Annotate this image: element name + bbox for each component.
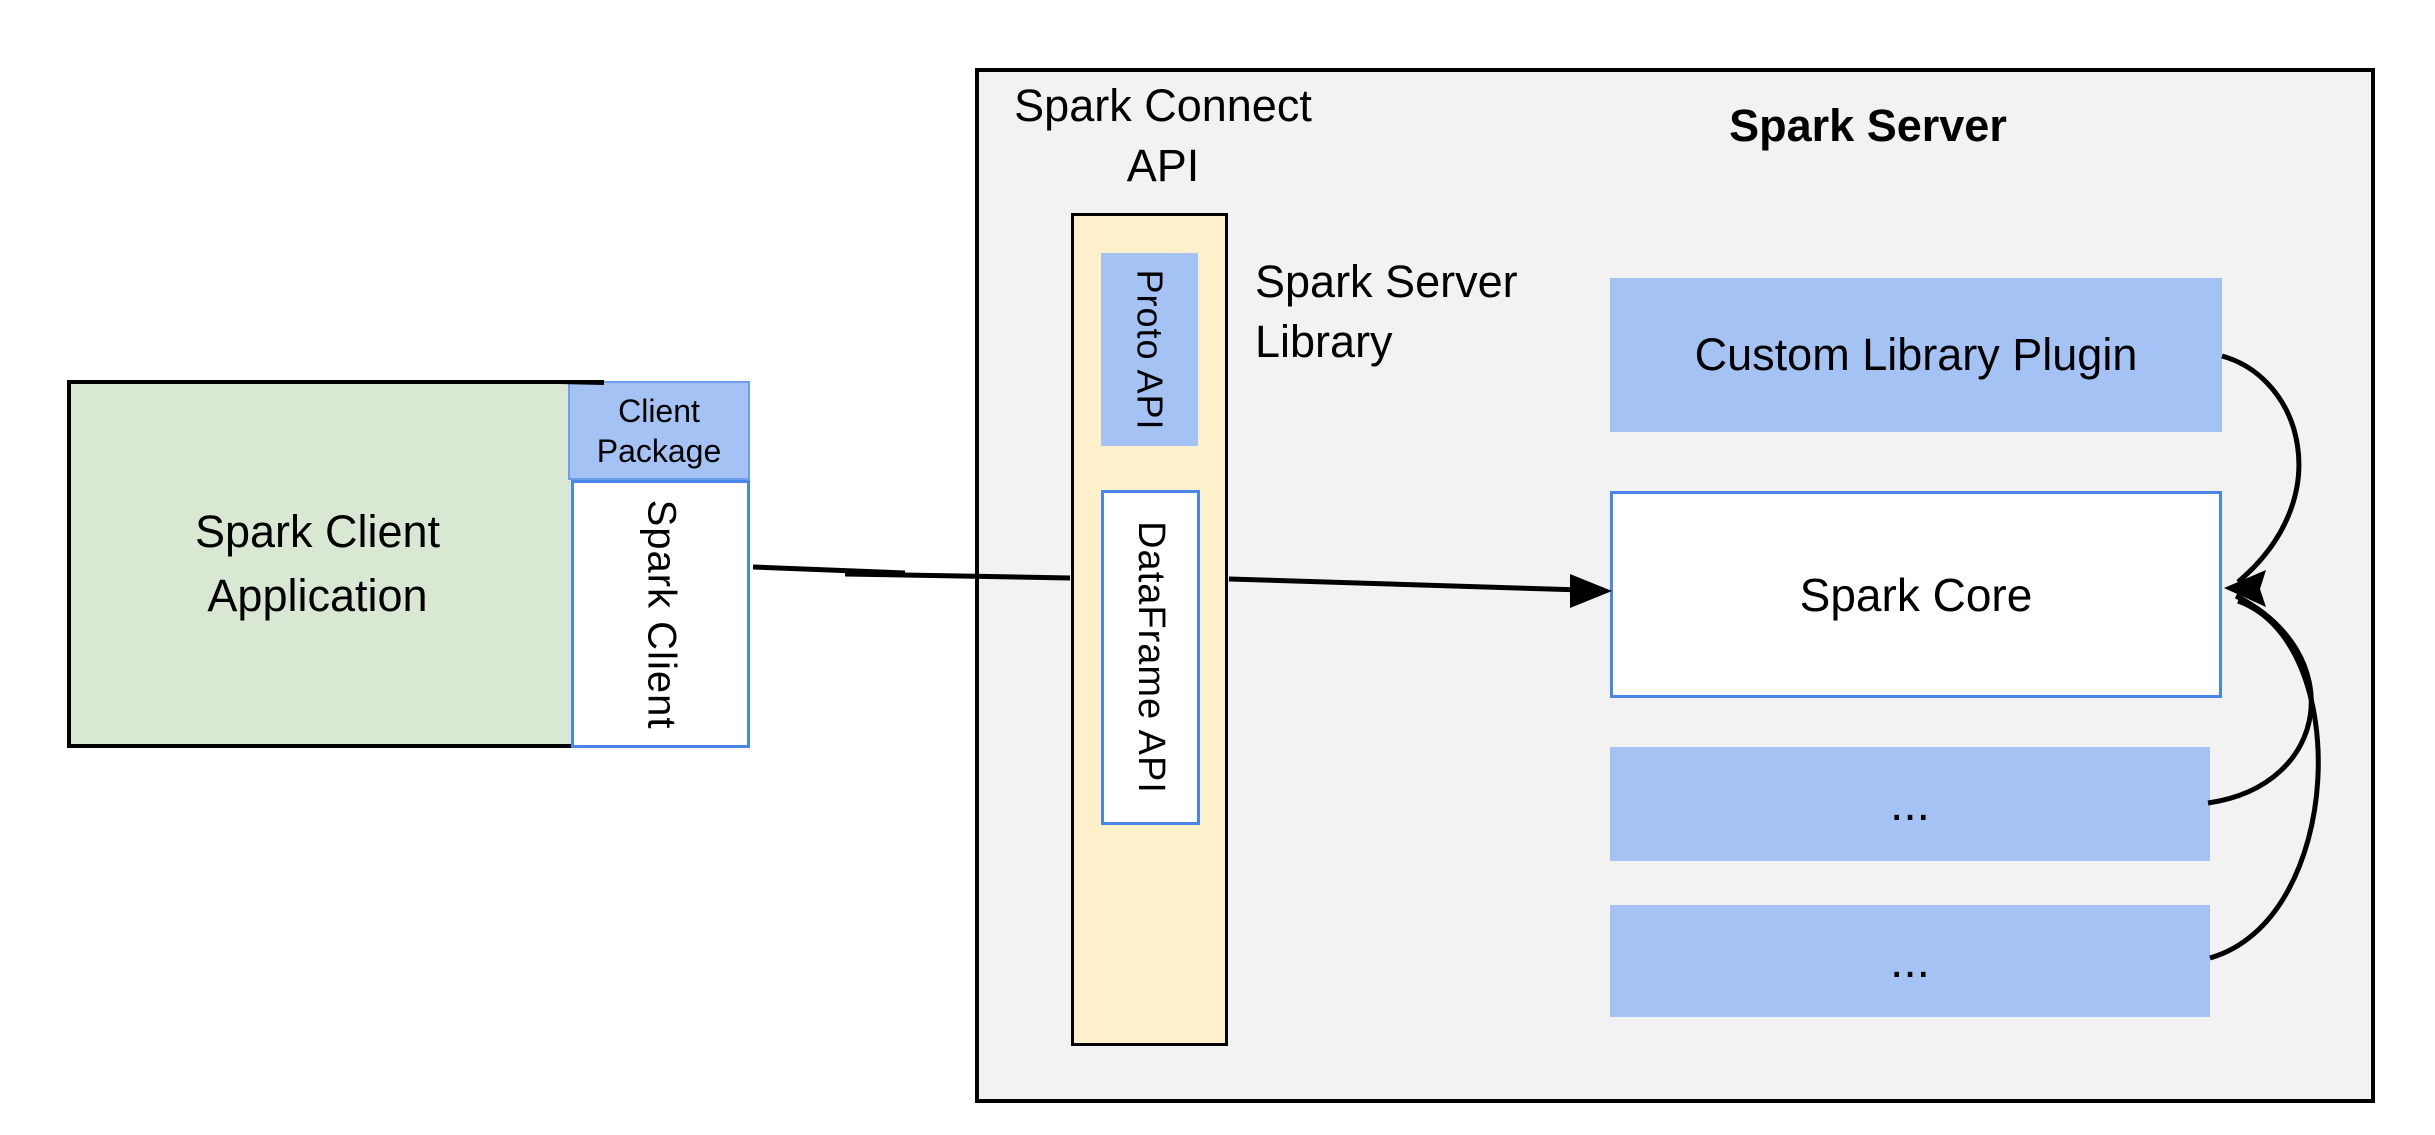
spark-connect-api-line1: Spark Connect — [1014, 80, 1312, 131]
spark-client-application-line2: Application — [207, 570, 428, 621]
spark-server-library-line2: Library — [1255, 316, 1393, 367]
proto-api-label: Proto API — [1129, 268, 1171, 431]
client-package-line2: Package — [596, 432, 722, 469]
custom-library-plugin-box: Custom Library Plugin — [1610, 278, 2222, 432]
spark-server-library-line1: Spark Server — [1255, 256, 1518, 307]
module-placeholder-label-1: ... — [1889, 777, 1930, 831]
spark-client-box: Spark Client — [571, 480, 750, 748]
client-package-line1: Client — [618, 392, 700, 429]
spark-server-title: Spark Server — [1729, 100, 2007, 151]
client-package-box: Client Package — [568, 381, 750, 480]
client-to-library-line-segment-1 — [752, 564, 906, 576]
spark-core-box: Spark Core — [1610, 491, 2222, 698]
spark-client-application-box — [67, 380, 604, 748]
spark-client-application-line1: Spark Client — [194, 506, 441, 557]
spark-client-label: Spark Client — [639, 499, 683, 729]
spark-connect-api-label: Spark Connect API — [1013, 76, 1313, 196]
module-placeholder-box-1: ... — [1610, 747, 2210, 861]
module-placeholder-label-2: ... — [1889, 934, 1930, 988]
proto-api-box: Proto API — [1101, 253, 1198, 446]
spark-connect-api-line2: API — [1126, 140, 1200, 191]
custom-library-plugin-label: Custom Library Plugin — [1694, 329, 2138, 380]
dataframe-api-box: DataFrame API — [1101, 490, 1200, 825]
dataframe-api-label: DataFrame API — [1130, 521, 1173, 794]
spark-core-label: Spark Core — [1799, 568, 2033, 621]
spark-client-application-label: Spark Client Application — [67, 380, 568, 748]
spark-server-library-label: Spark Server Library — [1255, 252, 1675, 372]
module-placeholder-box-2: ... — [1610, 905, 2210, 1017]
